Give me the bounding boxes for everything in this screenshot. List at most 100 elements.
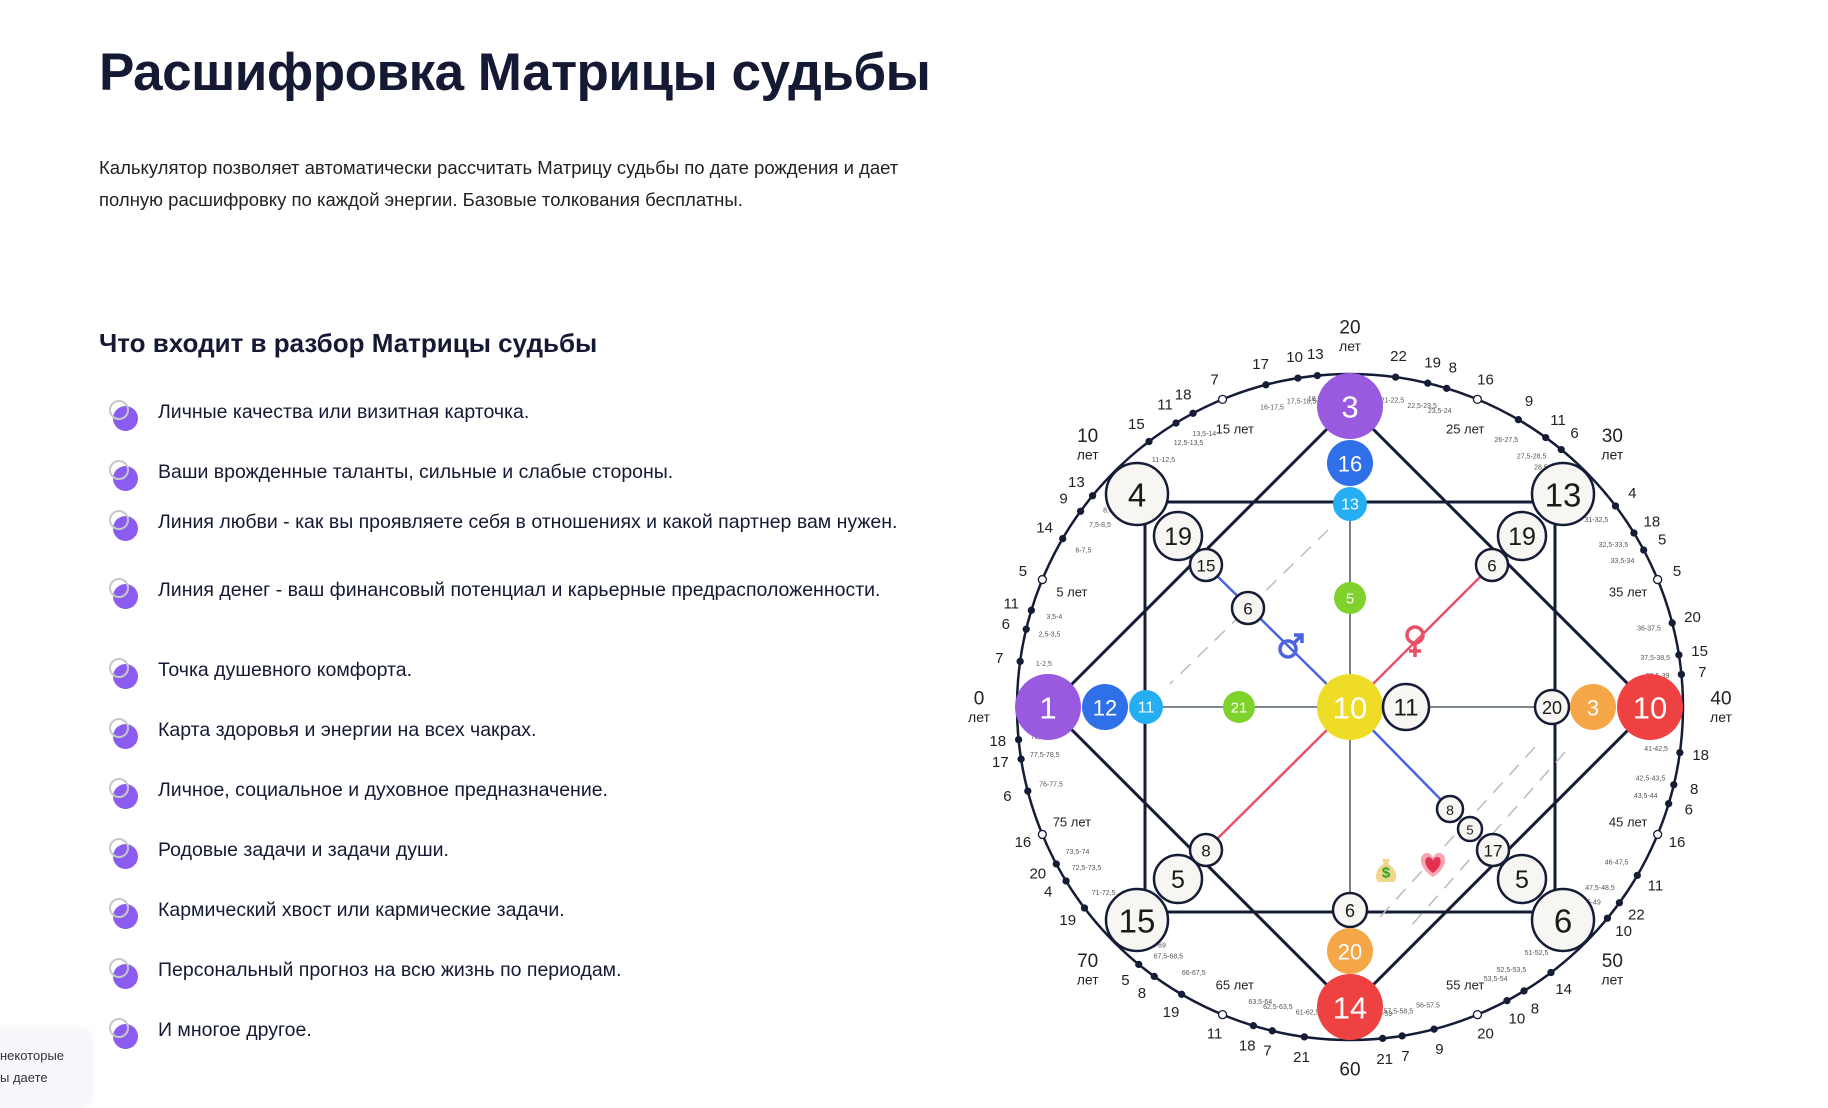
age-range: 62,5-63,5 bbox=[1263, 1004, 1293, 1011]
dashed-line bbox=[1409, 751, 1566, 928]
age-value: 4 bbox=[1044, 883, 1052, 900]
energy-node-bottom2 bbox=[1327, 928, 1373, 974]
age-range: 1-2,5 bbox=[1036, 661, 1052, 668]
age-value: 10 bbox=[1615, 923, 1632, 940]
age-value: 10 bbox=[1509, 1011, 1526, 1028]
energy-node-tr2 bbox=[1496, 510, 1548, 562]
age-range: 77,5-78,5 bbox=[1030, 752, 1060, 759]
age-dot bbox=[1472, 394, 1483, 404]
list-item: Личные качества или визитная карточка. bbox=[106, 398, 906, 431]
age-value: 9 bbox=[1525, 393, 1533, 410]
age-range: 13,5-14 bbox=[1192, 431, 1216, 438]
age-value: 11 bbox=[1157, 397, 1173, 414]
energy-node-center_left bbox=[1223, 691, 1255, 723]
dollar-sign: $ bbox=[1382, 865, 1391, 882]
age-range: 25 лет bbox=[1446, 421, 1484, 436]
age-value: 21 bbox=[1376, 1051, 1393, 1068]
age-years-word: лет bbox=[1077, 447, 1099, 463]
energy-value-center_left: 21 bbox=[1231, 700, 1248, 717]
age-value: 14 bbox=[1555, 981, 1572, 998]
age-dot bbox=[1017, 755, 1025, 763]
age-dot bbox=[1391, 373, 1400, 381]
energy-node-bottom bbox=[1317, 974, 1383, 1040]
age-dot bbox=[1630, 529, 1638, 537]
age-range: 42,5-43,5 bbox=[1636, 776, 1666, 783]
age-dot bbox=[1557, 445, 1565, 454]
age-years-word: лет bbox=[1601, 447, 1623, 463]
male-line bbox=[1205, 564, 1351, 708]
side-card-line: некоторые bbox=[0, 1048, 65, 1063]
list-item: Точка душевного комфорта. bbox=[106, 656, 906, 689]
energy-value-bl3: 8 bbox=[1201, 842, 1210, 861]
energy-value-top: 3 bbox=[1341, 390, 1358, 425]
age-dot bbox=[1150, 972, 1158, 981]
energy-node-br bbox=[1530, 887, 1596, 953]
list-item: Линия любви - как вы проявляете себя в о… bbox=[106, 508, 906, 541]
age-range: 35 лет bbox=[1609, 584, 1647, 599]
energy-value-top2: 16 bbox=[1338, 452, 1362, 477]
energy-value-bottom: 14 bbox=[1333, 991, 1367, 1026]
energy-node-bl bbox=[1104, 887, 1170, 953]
age-dot bbox=[1037, 574, 1047, 585]
age-range: 55 лет bbox=[1446, 978, 1484, 993]
age-dot bbox=[1172, 419, 1180, 427]
bullet-icon bbox=[106, 896, 142, 929]
age-range: 22,5-23,5 bbox=[1407, 403, 1437, 410]
age-range: 11-12,5 bbox=[1152, 457, 1175, 464]
energy-node-br4 bbox=[1456, 815, 1484, 843]
list-item-text: Родовые задачи и задачи души. bbox=[158, 839, 449, 861]
age-range: 33,5-34 bbox=[1611, 558, 1635, 565]
age-range: 36-37,5 bbox=[1637, 625, 1661, 632]
age-dot bbox=[1514, 416, 1523, 424]
age-value: 5 bbox=[1673, 563, 1681, 580]
dashed-line bbox=[1169, 529, 1329, 685]
age-value: 4 bbox=[1628, 485, 1636, 502]
age-years-word: лет bbox=[1339, 338, 1361, 354]
age-major-label: 70 bbox=[1077, 951, 1098, 972]
age-dot bbox=[1640, 546, 1648, 554]
side-card-line: ы даете bbox=[0, 1070, 48, 1085]
age-dot bbox=[1217, 394, 1228, 404]
age-range: 52,5-53,5 bbox=[1497, 967, 1527, 974]
energy-value-tl: 4 bbox=[1128, 477, 1146, 514]
list-item-text: Линия денег - ваш финансовый потенциал и… bbox=[158, 579, 881, 601]
age-value: 7 bbox=[995, 650, 1003, 667]
energy-node-bottom3 bbox=[1331, 891, 1369, 929]
age-dot bbox=[1398, 1032, 1406, 1040]
age-dot bbox=[1670, 781, 1678, 789]
energy-value-right: 10 bbox=[1633, 691, 1667, 726]
bullet-icon bbox=[106, 398, 142, 431]
energy-value-left2: 12 bbox=[1093, 696, 1117, 721]
age-dot bbox=[1424, 379, 1432, 387]
age-range: 43,5-44 bbox=[1634, 793, 1658, 800]
page-title: Расшифровка Матрицы судьбы bbox=[99, 43, 931, 102]
energy-value-bl: 15 bbox=[1119, 903, 1156, 940]
age-dot bbox=[1016, 657, 1024, 666]
age-value: 13 bbox=[1068, 474, 1085, 491]
list-item-text: Точка душевного комфорта. bbox=[158, 659, 413, 681]
list-item-text: Личное, социальное и духовное предназнач… bbox=[158, 779, 608, 801]
energy-value-br3: 17 bbox=[1484, 842, 1503, 861]
age-dot bbox=[1027, 606, 1035, 614]
age-dot bbox=[1653, 574, 1663, 585]
age-dot bbox=[1249, 1022, 1257, 1030]
age-years-word: лет bbox=[1077, 971, 1099, 987]
age-value: 9 bbox=[1435, 1041, 1443, 1058]
age-years-word: лет bbox=[968, 709, 990, 725]
money-bag-icon bbox=[1376, 859, 1396, 882]
energy-value-tl2: 19 bbox=[1164, 523, 1192, 551]
age-value: 11 bbox=[1550, 412, 1566, 429]
energy-value-tr: 13 bbox=[1545, 477, 1582, 514]
energy-value-center_up: 5 bbox=[1346, 591, 1354, 608]
energy-value-br2: 5 bbox=[1515, 866, 1529, 894]
age-value: 8 bbox=[1138, 985, 1146, 1002]
age-value: 19 bbox=[1163, 1004, 1180, 1021]
age-range: 6-7,5 bbox=[1075, 547, 1091, 554]
age-value: 7 bbox=[1698, 664, 1706, 681]
age-years-word: лет bbox=[1601, 971, 1623, 987]
energy-node-br2 bbox=[1496, 853, 1548, 905]
age-dot bbox=[1300, 1033, 1309, 1041]
age-range: 65 лет bbox=[1216, 978, 1254, 993]
age-range: 75 лет bbox=[1053, 815, 1091, 830]
list-item-text: Персональный прогноз на всю жизнь по пер… bbox=[158, 959, 622, 981]
